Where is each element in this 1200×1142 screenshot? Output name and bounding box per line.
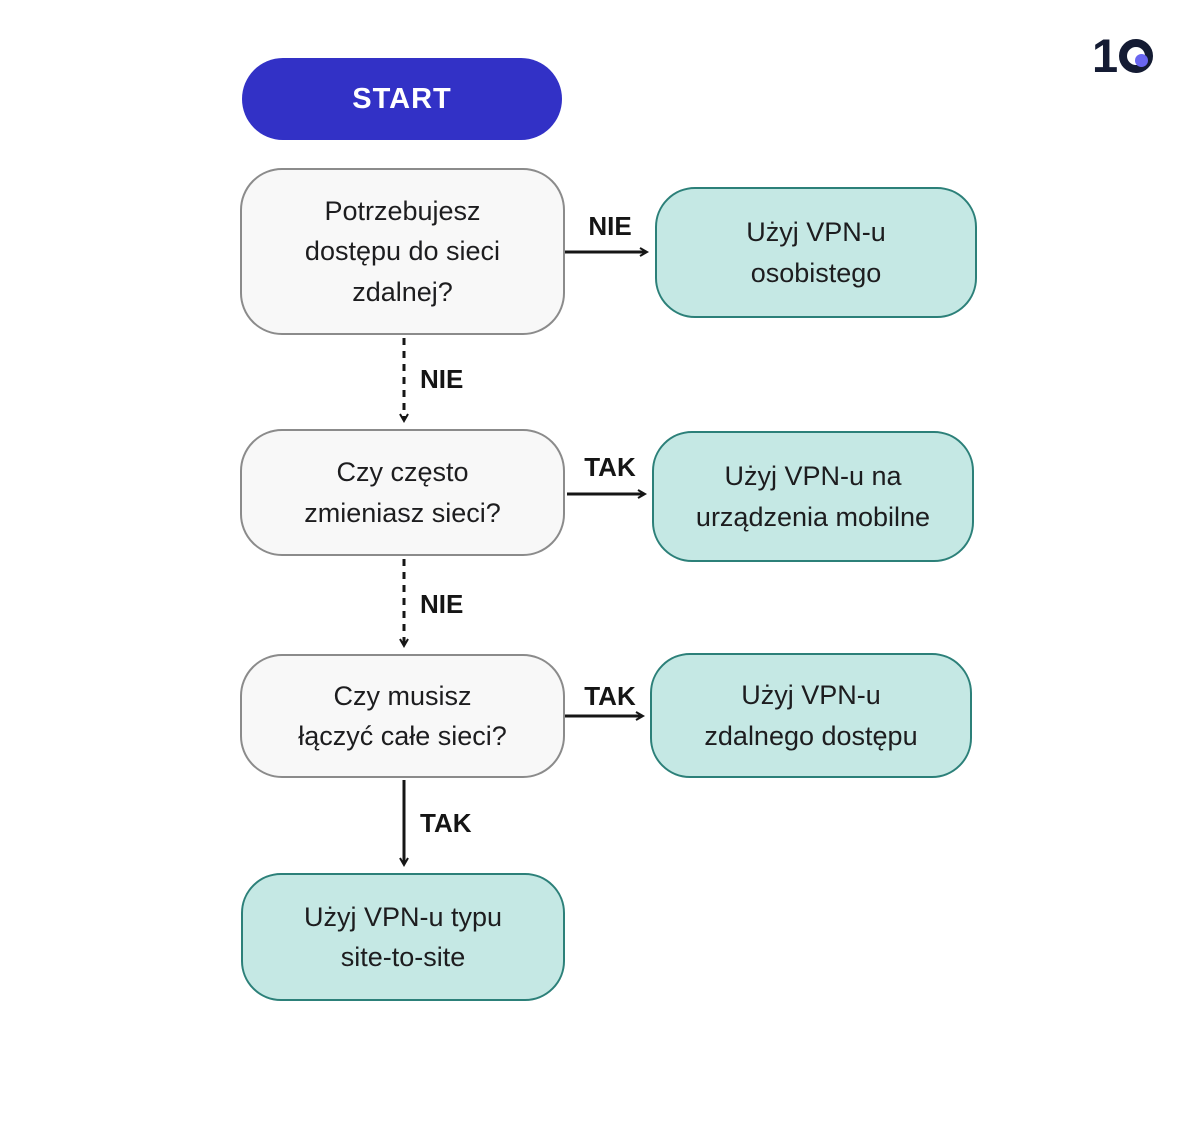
- result-node-remote-access-vpn: Użyj VPN-u zdalnego dostępu: [650, 653, 972, 778]
- brand-logo: 1: [1092, 29, 1154, 82]
- logo-o-ring-icon: [1119, 39, 1154, 73]
- edge-label-nie-row1-right: NIE: [588, 211, 632, 241]
- edge-label-tak-row3-right: TAK: [584, 681, 636, 711]
- edge-label-nie-row2-down: NIE: [420, 589, 464, 619]
- start-node: START: [242, 58, 562, 140]
- edge-label-tak-row3-down: TAK: [420, 808, 472, 838]
- logo-dot-icon: [1135, 54, 1149, 67]
- edge-label-tak-row2-right: TAK: [584, 452, 636, 482]
- result-node-personal-vpn: Użyj VPN-u osobistego: [655, 187, 977, 318]
- edge-label-nie-row1-down: NIE: [420, 364, 464, 394]
- question-node-connect-whole-networks: Czy musisz łączyć całe sieci?: [240, 654, 565, 778]
- question-node-remote-access: Potrzebujesz dostępu do sieci zdalnej?: [240, 168, 565, 335]
- logo-digit-one: 1: [1092, 29, 1118, 82]
- result-node-site-to-site-vpn: Użyj VPN-u typu site-to-site: [241, 873, 565, 1001]
- question-node-change-networks: Czy często zmieniasz sieci?: [240, 429, 565, 556]
- result-node-mobile-vpn: Użyj VPN-u na urządzenia mobilne: [652, 431, 974, 562]
